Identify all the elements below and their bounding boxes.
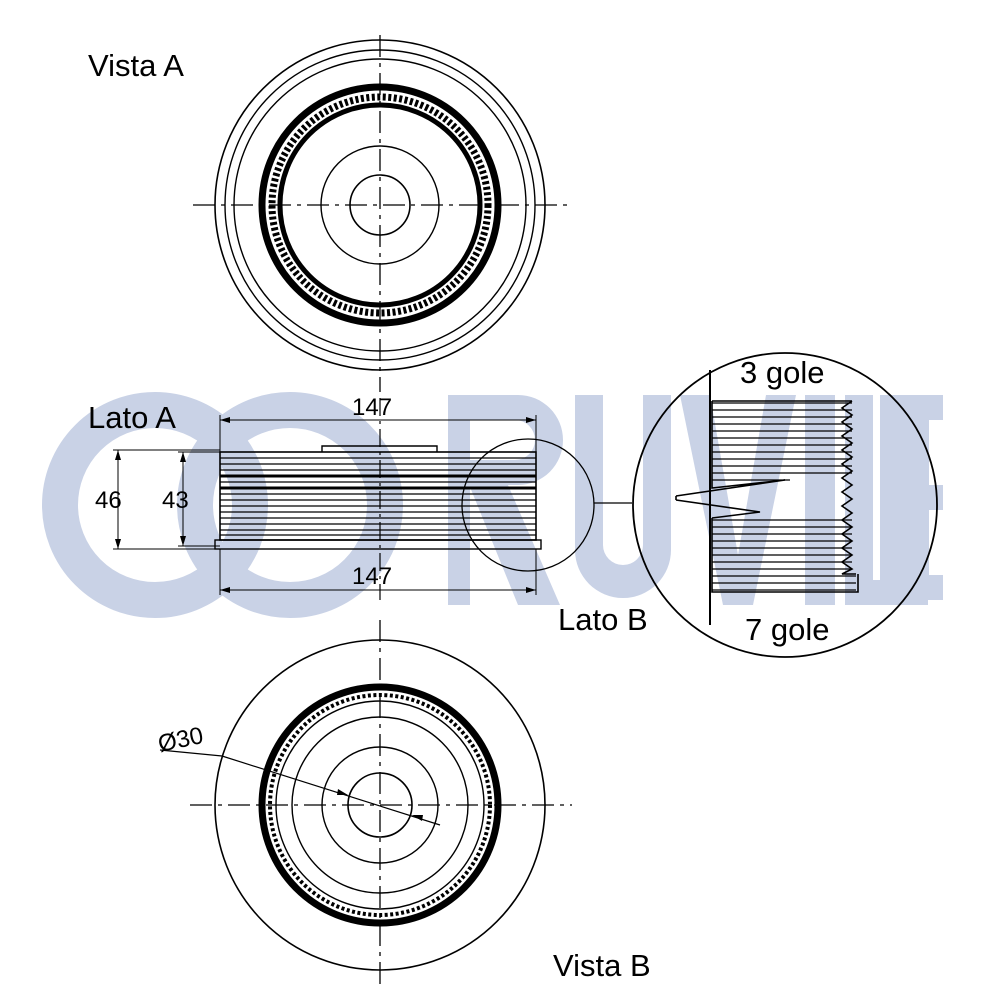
dimension-width-bottom: 147 bbox=[352, 563, 392, 590]
side-a-label: Lato A bbox=[88, 400, 176, 435]
side-view-ribs bbox=[220, 457, 536, 536]
dimension-bore-diameter: Ø30 bbox=[156, 722, 206, 758]
detail-drawing bbox=[632, 352, 938, 658]
ruville-logo-emblem bbox=[42, 392, 403, 618]
grooves-top-label: 3 gole bbox=[740, 355, 824, 390]
grooves-bottom-label: 7 gole bbox=[745, 612, 829, 647]
side-view-drawing bbox=[113, 398, 632, 600]
view-a-label: Vista A bbox=[88, 48, 184, 83]
view-a-drawing bbox=[193, 35, 570, 392]
side-b-label: Lato B bbox=[558, 602, 648, 637]
dimension-width-top: 147 bbox=[352, 394, 392, 421]
dimension-height-inner: 43 bbox=[162, 487, 189, 514]
dimension-height-outer: 46 bbox=[95, 487, 122, 514]
detail-groove-lines bbox=[712, 402, 856, 591]
view-b-label: Vista B bbox=[553, 948, 651, 983]
view-b-drawing bbox=[159, 620, 572, 985]
